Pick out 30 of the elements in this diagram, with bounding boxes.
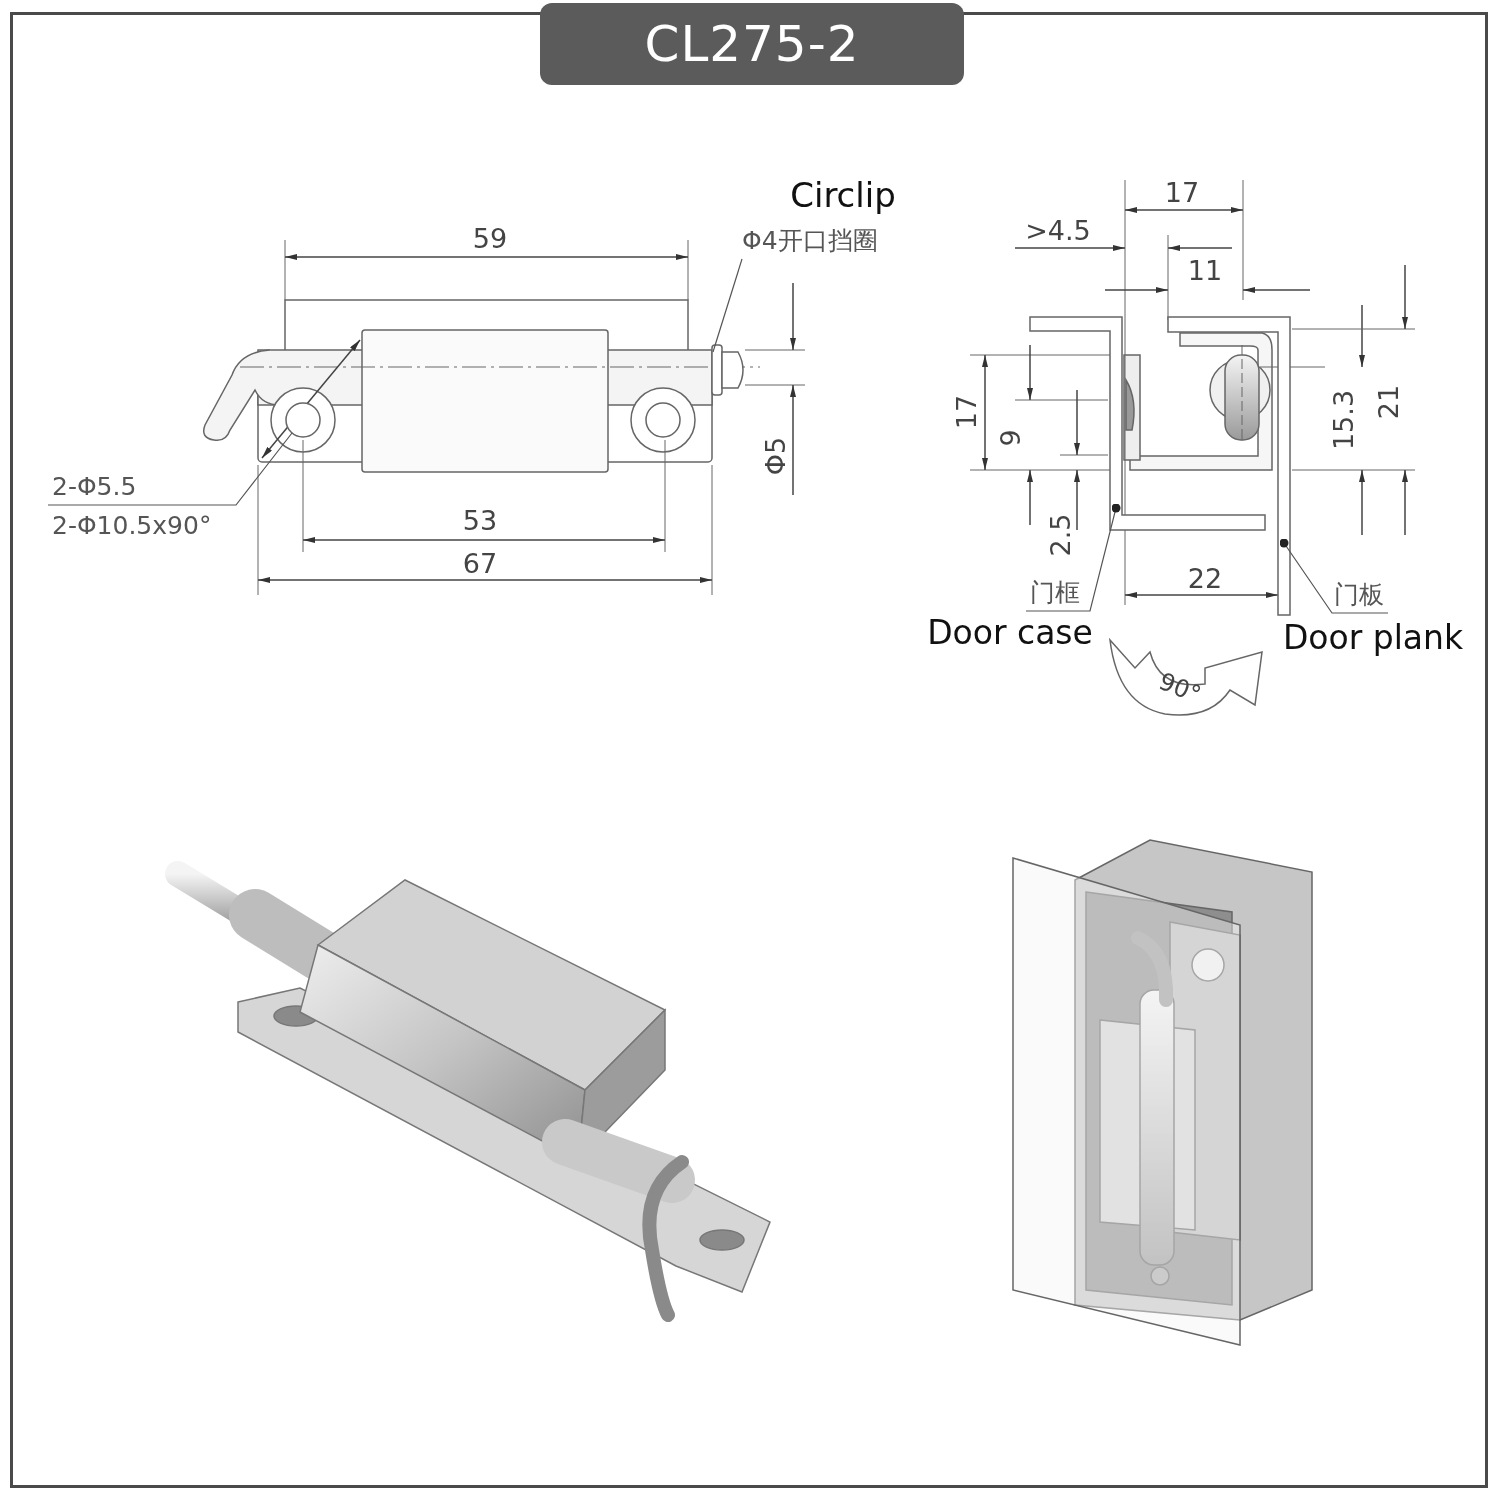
- callout-text: 门板: [1334, 582, 1384, 607]
- door-plank-drawing: [1167, 316, 1291, 616]
- dimension-value: 17: [952, 394, 980, 430]
- title-banner: CL275-2: [540, 3, 964, 85]
- callout-text: 2-Φ5.5: [52, 474, 137, 499]
- part-label: Door case: [927, 615, 1093, 649]
- leader-line: [1279, 538, 1389, 614]
- callout-text: Φ4开口挡圈: [742, 228, 878, 253]
- dimension-value: 15.3: [1329, 389, 1357, 451]
- callout-text: 2-Φ10.5x90°: [52, 513, 212, 538]
- part-label: Circlip: [790, 178, 896, 212]
- leader-line: [1025, 503, 1121, 612]
- circlip-drawing: [711, 344, 744, 396]
- dimension-value: 11: [1187, 256, 1223, 284]
- part-label: Door plank: [1282, 620, 1464, 654]
- dimension-value: 9: [996, 429, 1024, 447]
- angle-label: 90°: [1155, 668, 1205, 708]
- callout-text: 门框: [1030, 580, 1080, 605]
- mounting-hole-circle: [285, 402, 321, 438]
- leader-line: [47, 432, 293, 506]
- dimension-value: 59: [472, 224, 508, 252]
- dimension-value: Φ5: [761, 436, 789, 476]
- dimension-value: 22: [1187, 564, 1223, 592]
- dimension-value: 53: [462, 506, 498, 534]
- dimension-value: 21: [1374, 384, 1402, 420]
- dimension-value: 67: [462, 549, 498, 577]
- dimension-value: 2.5: [1046, 513, 1074, 557]
- leader-line: [712, 258, 743, 353]
- dimension-value: >4.5: [1025, 216, 1091, 244]
- dimension-value: 17: [1164, 178, 1200, 206]
